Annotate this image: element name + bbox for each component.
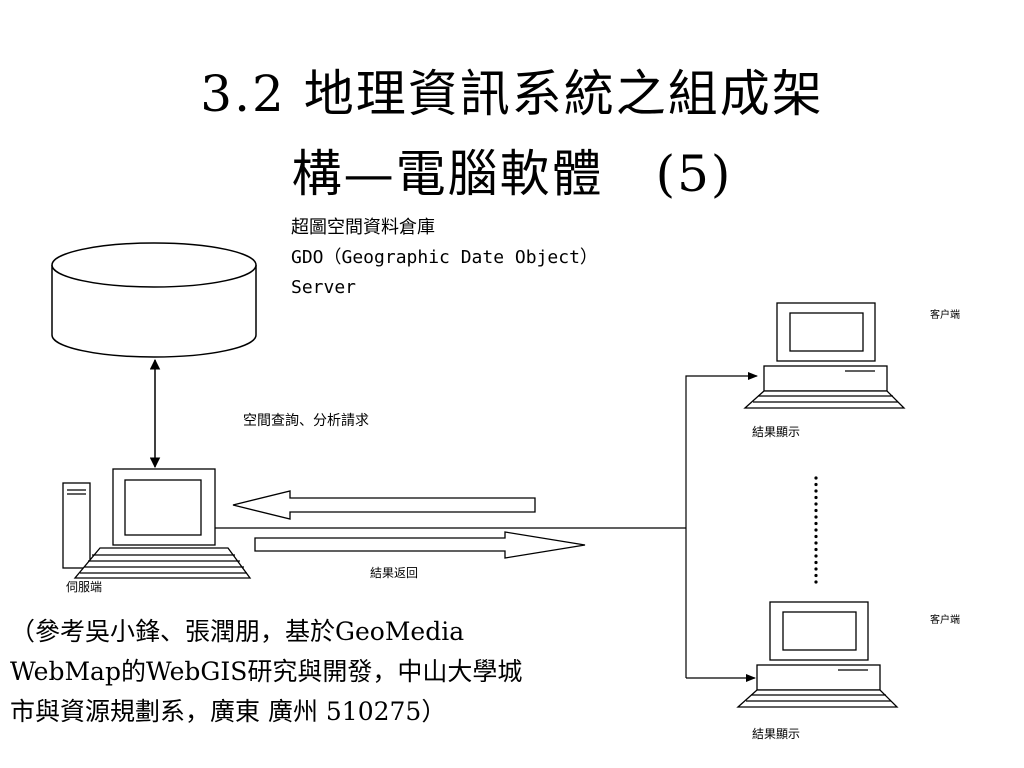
reference-line-2: WebMap的WebGIS研究與開發，中山大學城 <box>10 657 523 686</box>
database-cylinder-icon <box>51 242 257 358</box>
database-label-line-2: GDO（Geographic Date Object） <box>291 247 598 268</box>
ellipsis-dot <box>814 528 818 532</box>
request-label: 空間查詢、分析請求 <box>243 413 369 429</box>
server-computer-icon <box>62 468 252 579</box>
result-display-label-bottom: 結果顯示 <box>752 727 801 741</box>
ellipsis-dot <box>814 554 818 558</box>
ellipsis-dot <box>814 515 818 519</box>
client-computer-bottom-icon <box>736 601 899 708</box>
ellipsis-dot <box>814 476 818 480</box>
ellipsis-dot <box>814 541 818 545</box>
slide-title-line-1: 3.2 地理資訊系統之組成架 <box>200 65 824 123</box>
ellipsis-dot <box>814 534 818 539</box>
database-label-line-3: Server <box>291 277 357 298</box>
ellipsis-dot <box>814 560 818 565</box>
client-label-top: 客户端 <box>930 310 960 321</box>
reference-line-1: （參考吳小鋒、張潤朋，基於GeoMedia <box>10 617 465 646</box>
ellipsis-dot <box>814 508 818 513</box>
arrow-to-bottom-client <box>746 674 756 682</box>
server-label: 伺服端 <box>66 580 103 594</box>
client-computer-top-icon <box>743 302 906 409</box>
result-return-label: 結果返回 <box>370 566 419 580</box>
network-connection-lines <box>215 375 757 679</box>
ellipsis-dot <box>814 482 818 487</box>
ellipsis-dot <box>814 502 818 506</box>
ellipsis-dot <box>814 573 818 578</box>
request-hollow-arrow <box>232 490 536 520</box>
result-return-hollow-arrow <box>254 531 586 559</box>
ellipsis-dot <box>814 567 818 571</box>
reference-line-3: 市與資源規劃系，廣東 廣州 510275） <box>10 697 447 726</box>
ellipsis-dot <box>814 521 818 526</box>
result-display-label-top: 結果顯示 <box>752 425 801 439</box>
ellipsis-dot <box>814 547 818 552</box>
client-label-bottom: 客户端 <box>930 615 960 626</box>
ellipsis-dot <box>814 489 818 493</box>
vertical-ellipsis-dots <box>814 476 818 584</box>
database-label-line-1: 超圖空間資料倉庫 <box>291 217 435 238</box>
ellipsis-dot <box>814 495 818 500</box>
ellipsis-dot <box>814 580 818 584</box>
arrow-to-top-client <box>748 372 758 380</box>
slide-title-line-2: 構—電腦軟體 (5) <box>291 145 733 203</box>
